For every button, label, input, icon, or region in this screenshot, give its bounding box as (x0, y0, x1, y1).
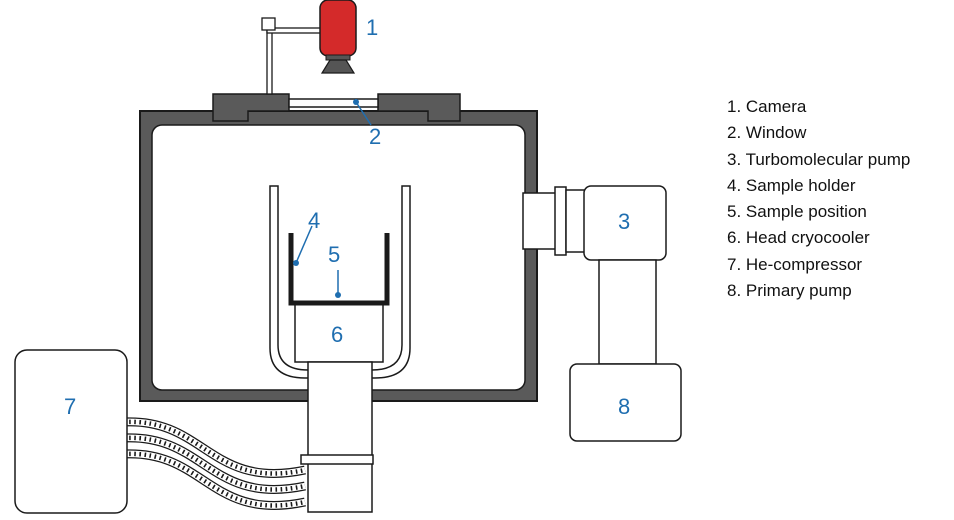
label-camera-number: 1 (366, 15, 378, 40)
top-flange-left (212, 93, 290, 122)
label-cryocooler-number: 6 (331, 322, 343, 347)
cryocooler-head (294, 302, 384, 363)
legend: 1. Camera 2. Window 3. Turbomolecular pu… (727, 94, 910, 304)
cryocooler-tube (307, 361, 373, 513)
camera-stand-post (266, 29, 273, 95)
primary-pump (569, 363, 682, 442)
cold-shield (269, 185, 411, 379)
label-turbo-pump-number: 3 (618, 209, 630, 234)
he-compressor (14, 349, 128, 514)
label-primary-pump-number: 8 (618, 394, 630, 419)
legend-item-he-compressor: 7. He-compressor (727, 254, 863, 274)
sample-holder (288, 233, 390, 306)
side-port (522, 192, 559, 250)
legend-item-sample-position: 5. Sample position (727, 202, 867, 222)
cryocooler-collar (300, 454, 374, 465)
legend-item-head-cryocooler: 6. Head cryocooler (727, 228, 870, 248)
pump-connector-column (598, 259, 657, 365)
side-port-flange-2 (565, 189, 587, 253)
sample-position-pointer-dot (335, 292, 341, 298)
legend-item-turbomolecular-pump: 3. Turbomolecular pump (727, 149, 911, 169)
label-compressor-number: 7 (64, 394, 76, 419)
window-leader (355, 101, 372, 126)
window-pointer-dot (353, 99, 359, 105)
sample-holder-pointer-dot (293, 260, 299, 266)
label-window-number: 2 (369, 124, 381, 149)
label-sample-holder-number: 4 (308, 208, 320, 233)
legend-item-camera: 1. Camera (727, 97, 807, 116)
legend-item-sample-holder: 4. Sample holder (727, 175, 856, 195)
sample-holder-leader (295, 225, 313, 264)
label-sample-position-number: 5 (328, 242, 340, 267)
camera-body (319, 0, 357, 57)
camera-lens-ring (325, 54, 351, 61)
camera-lens (320, 59, 356, 74)
legend-item-primary-pump: 8. Primary pump (727, 281, 852, 301)
top-flange-right (377, 93, 461, 122)
camera-stand-clamp (261, 17, 276, 31)
legend-item-window: 2. Window (727, 123, 807, 143)
compressor-hoses (123, 417, 306, 511)
window (288, 98, 379, 108)
side-port-flange-1 (554, 186, 567, 256)
